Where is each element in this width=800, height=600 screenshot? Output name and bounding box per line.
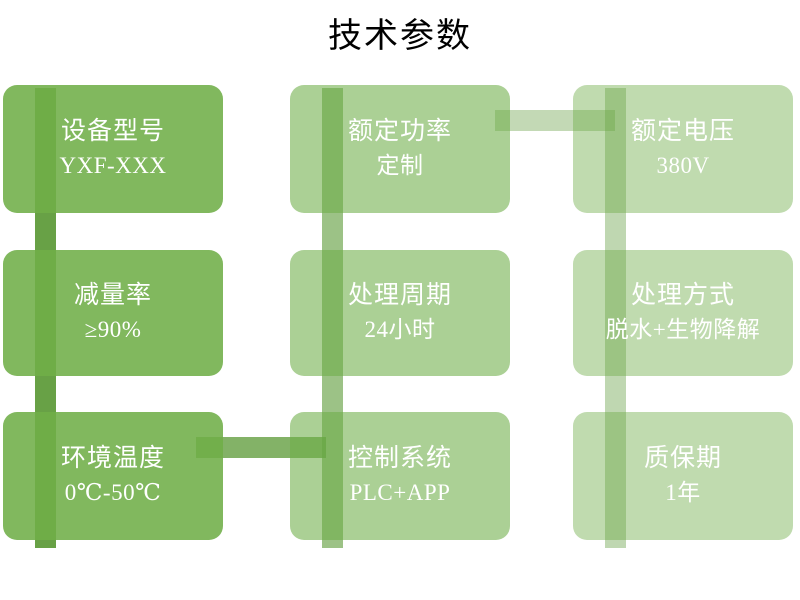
card-reduction-rate-title: 减量率	[73, 282, 152, 309]
card-ambient-temperature[interactable]: 环境温度 0℃-50℃	[3, 412, 223, 540]
card-warranty[interactable]: 质保期 1年	[573, 412, 793, 540]
card-treatment-method-title: 处理方式	[630, 282, 735, 309]
card-control-system-value: PLC+APP	[349, 480, 451, 505]
card-treatment-cycle[interactable]: 处理周期 24小时	[290, 250, 510, 376]
card-ambient-temperature-value: 0℃-50℃	[64, 480, 162, 505]
card-model[interactable]: 设备型号 YXF-XXX	[3, 85, 223, 213]
card-reduction-rate[interactable]: 减量率 ≥90%	[3, 250, 223, 376]
card-warranty-value: 1年	[665, 480, 701, 505]
card-model-title: 设备型号	[60, 118, 165, 145]
card-treatment-method-value: 脱水+生物降解	[605, 317, 761, 342]
connector-column-3	[605, 88, 626, 548]
connector-row-1-c2-c3	[495, 110, 615, 131]
card-control-system[interactable]: 控制系统 PLC+APP	[290, 412, 510, 540]
card-rated-voltage-value: 380V	[656, 153, 710, 178]
card-rated-voltage-title: 额定电压	[630, 118, 735, 145]
card-ambient-temperature-title: 环境温度	[60, 445, 165, 472]
card-rated-power-value: 定制	[376, 153, 424, 178]
card-reduction-rate-value: ≥90%	[84, 317, 142, 342]
card-rated-voltage[interactable]: 额定电压 380V	[573, 85, 793, 213]
card-rated-power-title: 额定功率	[347, 118, 452, 145]
card-treatment-method[interactable]: 处理方式 脱水+生物降解	[573, 250, 793, 376]
card-model-value: YXF-XXX	[59, 153, 167, 178]
card-treatment-cycle-title: 处理周期	[347, 282, 452, 309]
card-treatment-cycle-value: 24小时	[364, 317, 436, 342]
card-control-system-title: 控制系统	[347, 445, 452, 472]
card-warranty-title: 质保期	[643, 445, 722, 472]
page-title: 技术参数	[328, 17, 472, 55]
card-rated-power[interactable]: 额定功率 定制	[290, 85, 510, 213]
